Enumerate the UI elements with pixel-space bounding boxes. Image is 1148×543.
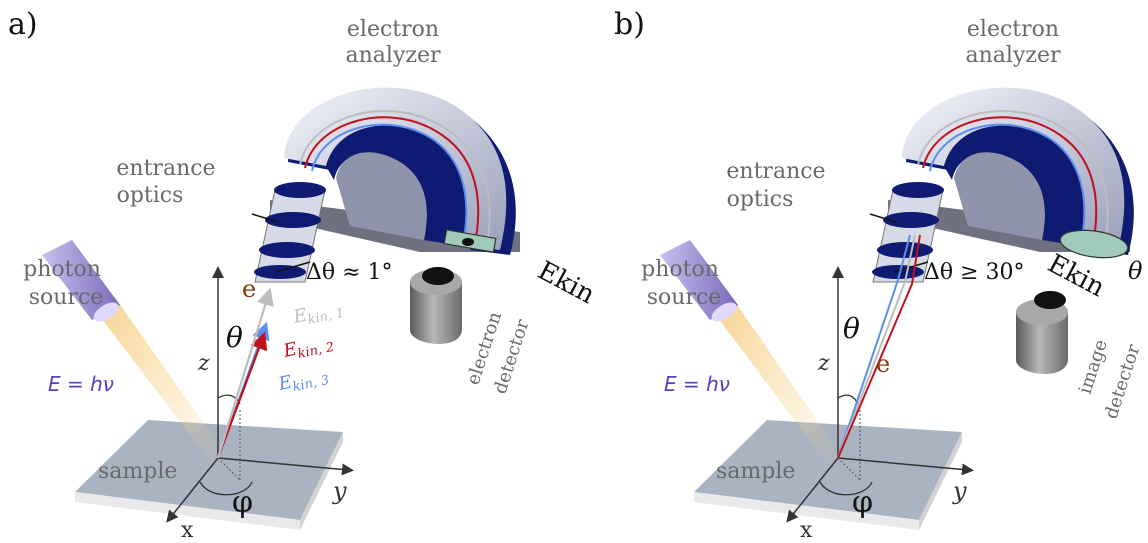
- panel-b-letter: b): [614, 7, 645, 42]
- energy-label-a: E = hν: [48, 372, 114, 396]
- ekin1-sub: kin, 1: [306, 306, 345, 328]
- analyzer-label-b-2: analyzer: [966, 43, 1061, 68]
- ekin3-sub: kin, 3: [291, 373, 330, 395]
- axis-z-b: z: [817, 351, 830, 376]
- theta-a: θ: [226, 321, 243, 354]
- photon-source-b: [660, 240, 843, 466]
- electron-trajectories-a: [216, 287, 274, 459]
- ekin2-e: E: [281, 339, 299, 362]
- source-label-b-2: source: [647, 285, 722, 310]
- electron-trajectories-b: [837, 234, 921, 459]
- axis-y-b: y: [952, 477, 967, 505]
- image-detector: [1016, 291, 1068, 374]
- photon-source: [42, 240, 228, 466]
- axis-x-a: x: [181, 518, 194, 543]
- optics-label-b-2: optics: [727, 187, 794, 212]
- analyzer-label-a-1: electron: [347, 17, 439, 42]
- electron-a: e: [242, 275, 256, 303]
- phi-a: φ: [232, 485, 253, 520]
- source-label-a-1: photon: [23, 257, 101, 282]
- ekin-labels-a: Ekin, 1 Ekin, 2 Ekin, 3: [276, 297, 346, 398]
- electron-analyzer: [270, 87, 520, 255]
- electron-detector: [410, 267, 462, 344]
- source-label-a-2: source: [29, 285, 104, 310]
- theta-b: θ: [843, 312, 860, 345]
- optics-label-a-2: optics: [117, 183, 184, 208]
- optics-label-b-1: entrance: [726, 159, 825, 184]
- acceptance-a: Δθ ≈ 1°: [306, 260, 393, 285]
- axis-y-a: y: [332, 477, 347, 505]
- axis-z-a: z: [197, 351, 210, 376]
- optics-label-a-1: entrance: [116, 156, 215, 181]
- detector-label-b-1: image: [1075, 337, 1112, 396]
- theta-detector-b: θ: [1128, 257, 1143, 285]
- analyzer-label-b-1: electron: [967, 17, 1059, 42]
- svg-text:Ekin, 3: Ekin, 3: [276, 364, 331, 398]
- phi-b: φ: [852, 485, 873, 520]
- analyzer-label-a-2: analyzer: [346, 43, 441, 68]
- panel-a-letter: a): [8, 7, 38, 42]
- axes-b: [786, 266, 974, 523]
- svg-text:Ekin, 1: Ekin, 1: [291, 297, 346, 331]
- ekin1-e: E: [291, 305, 309, 328]
- energy-label-b: E = hν: [664, 372, 730, 396]
- svg-text:Ekin, 2: Ekin, 2: [281, 331, 336, 365]
- panel-a: a): [8, 7, 600, 543]
- electron-analyzer-b: [888, 87, 1134, 259]
- axes-a: [166, 266, 354, 523]
- acceptance-b: Δθ ≥ 30°: [924, 260, 1025, 285]
- ekin2-sub: kin, 2: [296, 340, 335, 362]
- axis-x-b: x: [800, 518, 813, 543]
- source-label-b-1: photon: [641, 257, 719, 282]
- panel-b: b): [614, 7, 1145, 543]
- sample-label-a: sample: [98, 459, 177, 484]
- sample-label-b: sample: [716, 459, 795, 484]
- entrance-optics: [251, 182, 326, 283]
- ekin-a: Ekin: [533, 256, 600, 311]
- ekin3-e: E: [276, 372, 294, 395]
- electron-b: e: [876, 350, 890, 378]
